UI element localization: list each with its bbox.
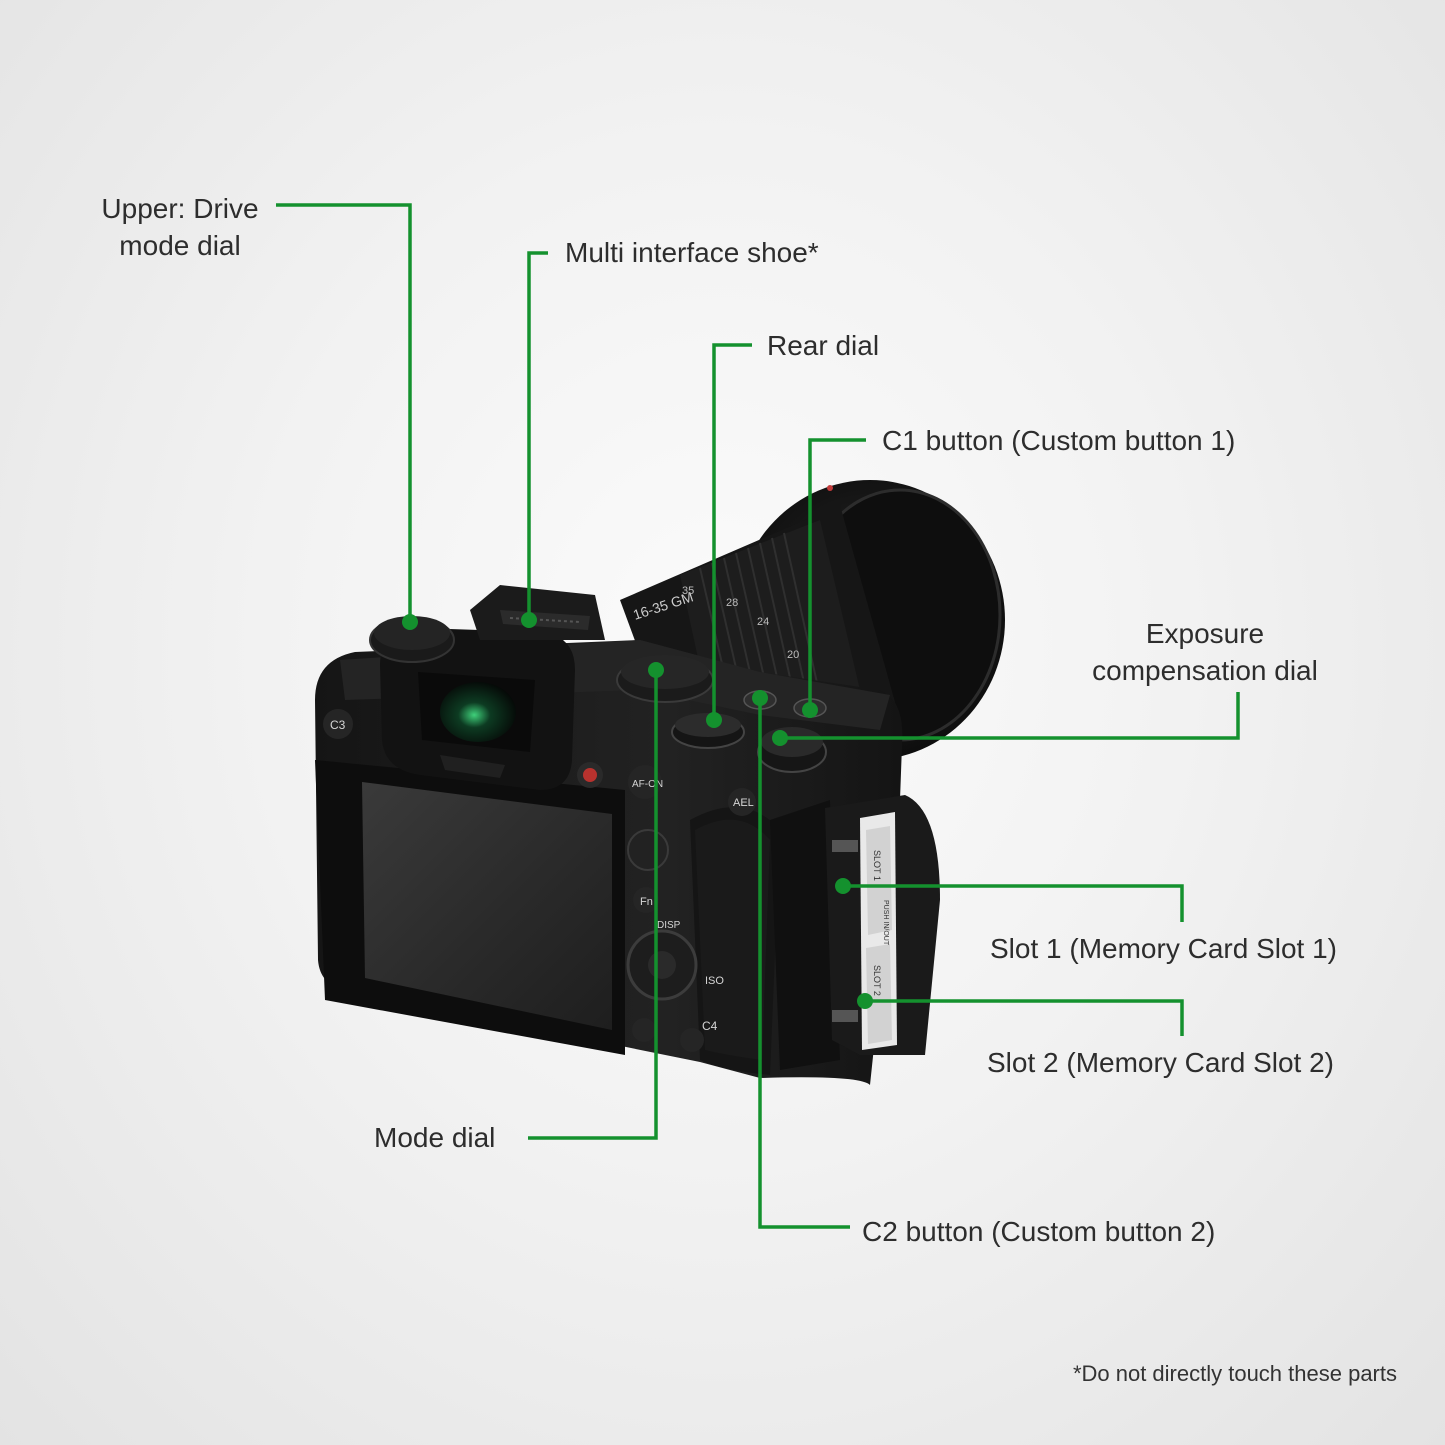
rear-lcd [315, 760, 625, 1055]
exposure-compensation-dial [757, 727, 827, 773]
dot-slot-1 [835, 878, 851, 894]
rear-buttons: C3 AF-ON AEL Fn DISP ISO C4 [323, 709, 756, 1052]
dot-drive-mode-dial [402, 614, 418, 630]
drive-mode-dial [369, 616, 455, 663]
dot-slot-2 [857, 993, 873, 1009]
leader-drive-mode-dial [276, 203, 412, 622]
dot-c2-button [752, 690, 768, 706]
leader-c2-button [758, 698, 850, 1229]
leader-slot-2 [865, 999, 1184, 1036]
label-drive-mode-dial: Upper: Drive mode dial [88, 190, 272, 264]
label-drive-mode-dial-line2: mode dial [119, 230, 241, 261]
push-marking: PUSH IN/OUT [882, 900, 889, 946]
dot-rear-dial [706, 712, 722, 728]
label-slot-2: Slot 2 (Memory Card Slot 2) [987, 1047, 1334, 1078]
label-c2-button: C2 button (Custom button 2) [862, 1216, 1216, 1247]
dot-multi-interface-shoe [521, 612, 537, 628]
leader-mode-dial [528, 670, 658, 1140]
label-exposure-compensation-dial: Exposure compensation dial [1075, 615, 1335, 689]
focal-mark-24: 24 [757, 616, 769, 628]
label-rear-dial: Rear dial [767, 330, 880, 361]
multi-interface-shoe [470, 585, 605, 640]
leader-slot-1 [843, 884, 1184, 922]
footnote: *Do not directly touch these parts [1072, 1361, 1397, 1386]
label-multi-interface-shoe: Multi interface shoe* [565, 237, 819, 268]
dot-c1-button [802, 702, 818, 718]
label-c1-button: C1 button (Custom button 1) [882, 425, 1236, 456]
af-on-marking: AF-ON [632, 779, 663, 790]
dot-mode-dial [648, 662, 664, 678]
leader-lines [276, 203, 1240, 1229]
dot-exposure-compensation-dial [772, 730, 788, 746]
focal-mark-28: 28 [726, 597, 738, 609]
leader-c1-button [808, 438, 866, 710]
card-slot-door: SLOT 1 SLOT 2 PUSH IN/OUT [770, 795, 940, 1070]
iso-marking: ISO [705, 975, 724, 987]
leader-exposure-compensation-dial [780, 692, 1240, 740]
leader-rear-dial [712, 343, 752, 720]
label-exposure-line2: compensation dial [1092, 655, 1318, 686]
slot-2-marking: SLOT 2 [872, 965, 882, 996]
focal-mark-20: 20 [787, 649, 799, 661]
label-mode-dial: Mode dial [374, 1122, 496, 1153]
leader-multi-interface-shoe [527, 251, 548, 620]
c3-marking: C3 [330, 718, 346, 732]
label-slot-1: Slot 1 (Memory Card Slot 1) [990, 933, 1337, 964]
label-exposure-line1: Exposure [1145, 618, 1265, 649]
disp-marking: DISP [657, 920, 681, 931]
c4-marking: C4 [702, 1019, 718, 1033]
slot-1-marking: SLOT 1 [872, 850, 882, 881]
mode-dial [616, 655, 714, 703]
label-drive-mode-dial-line1: Upper: Drive [101, 193, 259, 224]
fn-marking: Fn [640, 896, 653, 908]
ael-marking: AEL [733, 797, 754, 809]
viewfinder [380, 628, 575, 790]
focal-mark-35: 35 [682, 585, 694, 597]
